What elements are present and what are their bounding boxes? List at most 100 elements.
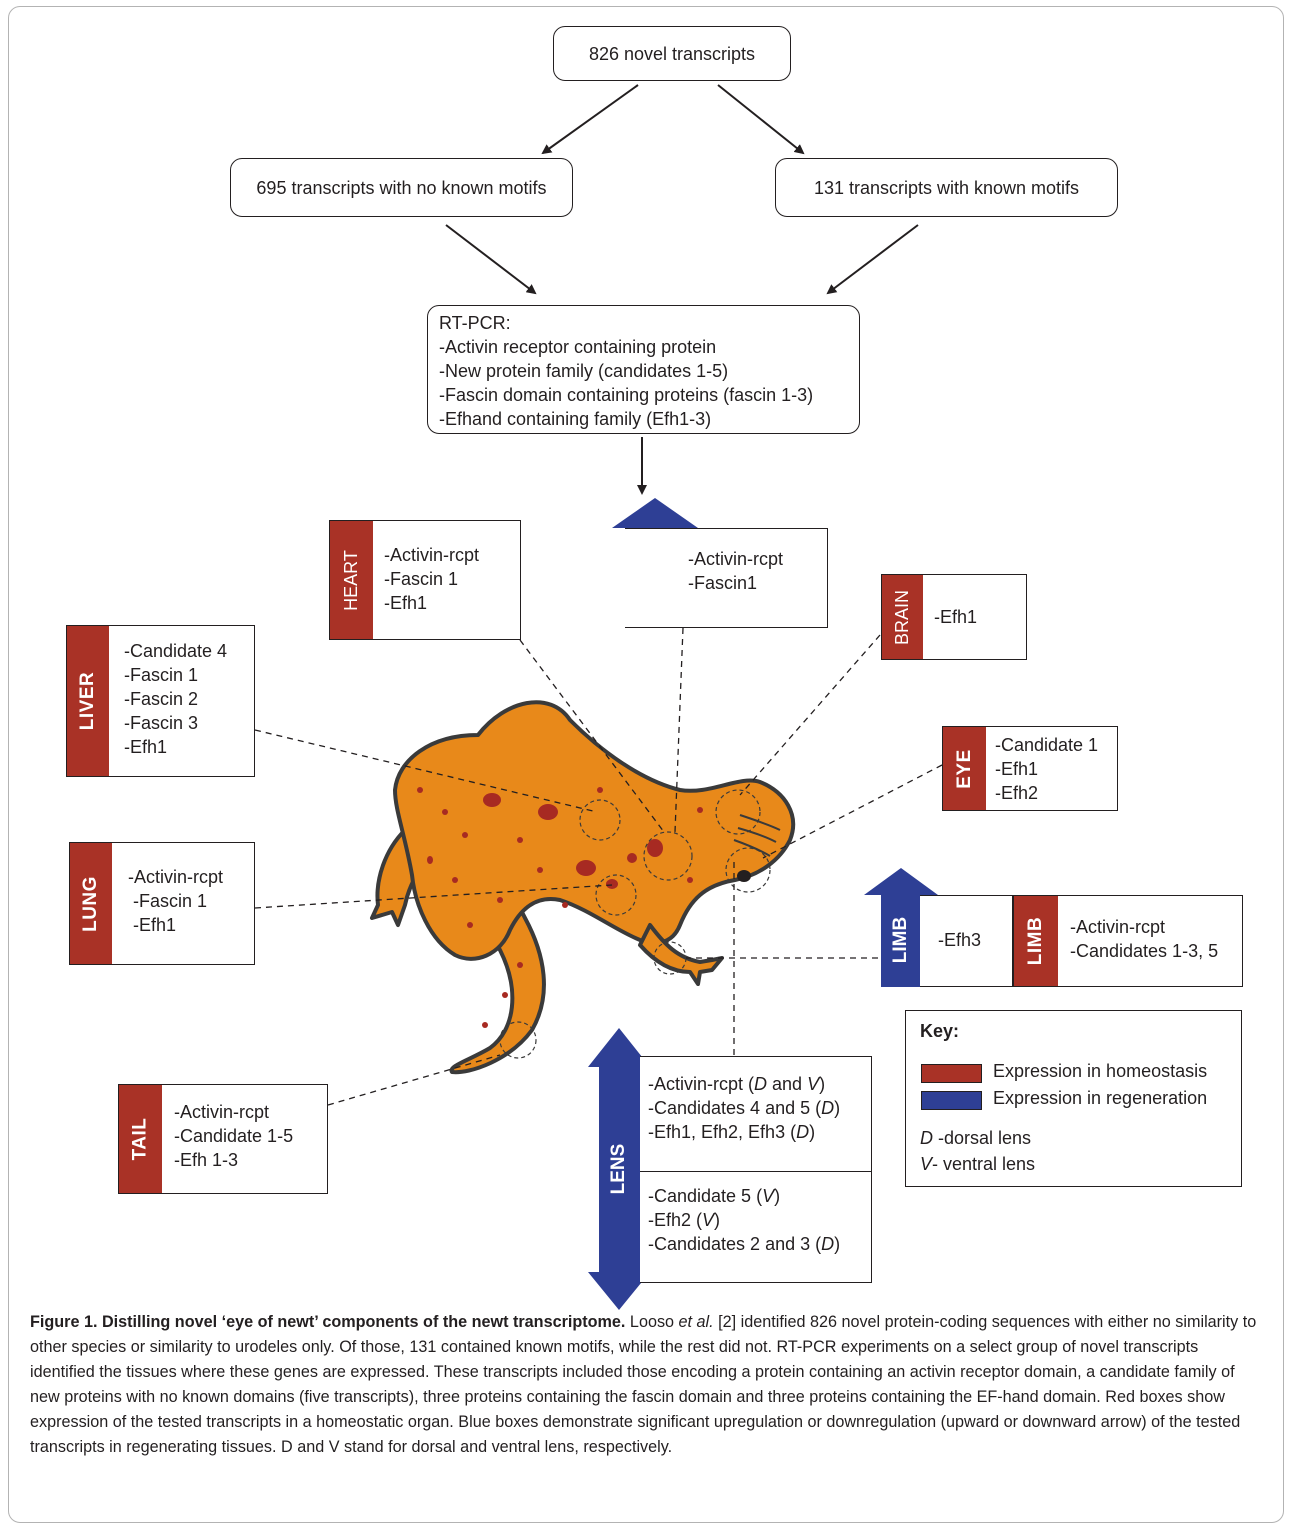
known-motif-text: 131 transcripts with known motifs bbox=[813, 177, 1080, 198]
brain-box: BRAIN -Efh1 bbox=[881, 574, 1027, 660]
list-item: -Activin-rcpt bbox=[174, 1102, 270, 1122]
list-item: -Activin-rcpt bbox=[384, 545, 480, 565]
eye-box: EYE -Candidate 1 -Efh1 -Efh2 bbox=[942, 726, 1118, 811]
homeostasis-swatch bbox=[921, 1064, 982, 1083]
no-motif-box: 695 transcripts with no known motifs bbox=[230, 158, 573, 217]
tail-label-text: TAIL bbox=[129, 1117, 151, 1161]
leader-lines bbox=[254, 627, 943, 1106]
list-item: -Candidates 4 and 5 (D) bbox=[648, 1098, 841, 1118]
list-item: -Efh1 bbox=[995, 759, 1039, 779]
list-item: -Efh2 (V) bbox=[648, 1210, 721, 1230]
rtpcr-title: RT-PCR: bbox=[439, 313, 511, 333]
heart-blue-label: HEART bbox=[645, 546, 666, 608]
eye-label-text: EYE bbox=[953, 748, 975, 789]
key-homeostasis-label: Expression in homeostasis bbox=[993, 1061, 1208, 1081]
list-item: -Fascin 1 bbox=[128, 891, 208, 911]
heart-homeostasis-box: HEART -Activin-rcpt -Fascin 1 -Efh1 bbox=[329, 520, 521, 640]
list-item: -Fascin 2 bbox=[124, 689, 199, 709]
list-item: -Efh1, Efh2, Efh3 (D) bbox=[648, 1122, 816, 1142]
rtpcr-item: -Efhand containing family (Efh1-3) bbox=[439, 409, 712, 429]
heart-red-label-text: HEART bbox=[341, 549, 361, 611]
list-item: -Fascin 1 bbox=[124, 665, 199, 685]
lens-label: LENS bbox=[608, 1143, 629, 1195]
brain-items: -Efh1 bbox=[934, 605, 977, 629]
root-box: 826 novel transcripts bbox=[553, 26, 791, 81]
limb-up-arrow bbox=[864, 868, 938, 987]
limb-homeostasis-box: LIMB -Activin-rcpt -Candidates 1-3, 5 bbox=[1013, 895, 1243, 987]
limb-blue-label: LIMB bbox=[890, 916, 911, 964]
lens-upper-items: -Activin-rcpt (D and V) -Candidates 4 an… bbox=[648, 1072, 840, 1144]
newt-body bbox=[393, 700, 796, 961]
rtpcr-item: -Activin receptor containing protein bbox=[439, 337, 717, 357]
limb-red-label-text: LIMB bbox=[1025, 916, 1046, 966]
list-item: -Activin-rcpt bbox=[688, 549, 784, 569]
arrow-root-to-left bbox=[541, 84, 639, 155]
heart-red-items: -Activin-rcpt -Fascin 1 -Efh1 bbox=[384, 543, 479, 615]
tail-box: TAIL -Activin-rcpt -Candidate 1-5 -Efh 1… bbox=[118, 1084, 328, 1194]
list-item: -Activin-rcpt bbox=[128, 867, 224, 887]
root-box-text: 826 novel transcripts bbox=[588, 43, 756, 64]
heart-regeneration-box: -Activin-rcpt -Fascin1 bbox=[625, 528, 828, 628]
list-item: -Efh3 bbox=[938, 930, 982, 950]
key-regeneration-label: Expression in regeneration bbox=[993, 1088, 1208, 1108]
list-item: -Activin-rcpt (D and V) bbox=[648, 1074, 826, 1094]
list-item: -Candidate 1 bbox=[995, 735, 1099, 755]
liver-label: LIVER bbox=[67, 626, 109, 776]
lens-double-arrow bbox=[588, 1028, 650, 1310]
list-item: -Activin-rcpt bbox=[1070, 917, 1166, 937]
limb-regeneration-box: -Efh3 bbox=[920, 895, 1013, 987]
list-item: -Candidate 4 bbox=[124, 641, 228, 661]
limb-blue-items: -Efh3 bbox=[938, 928, 981, 952]
newt-eye bbox=[737, 870, 751, 882]
list-item: -Efh1 bbox=[128, 915, 177, 935]
lung-items: -Activin-rcpt -Fascin 1 -Efh1 bbox=[128, 865, 223, 937]
tail-items: -Activin-rcpt -Candidate 1-5 -Efh 1-3 bbox=[174, 1100, 293, 1172]
lens-box: -Activin-rcpt (D and V) -Candidates 4 an… bbox=[640, 1056, 872, 1283]
list-item: -Efh1 bbox=[384, 593, 428, 613]
liver-items: -Candidate 4 -Fascin 1 -Fascin 2 -Fascin… bbox=[124, 639, 227, 759]
brain-label-text: BRAIN bbox=[892, 589, 913, 645]
list-item: -Efh 1-3 bbox=[174, 1150, 239, 1170]
list-item: -Efh2 bbox=[995, 783, 1039, 803]
caption-title: Figure 1. Distilling novel ‘eye of newt’… bbox=[30, 1313, 626, 1331]
arrow-root-to-right bbox=[717, 84, 805, 155]
eye-label: EYE bbox=[943, 727, 986, 810]
arrow-right-to-rtpcr bbox=[826, 224, 919, 295]
lung-label: LUNG bbox=[70, 843, 112, 964]
arrow-left-to-rtpcr bbox=[445, 224, 537, 295]
newt-spots bbox=[417, 787, 703, 1028]
list-item: -Fascin1 bbox=[688, 573, 758, 593]
key-ventral: V- ventral lens bbox=[920, 1154, 1036, 1174]
heart-blue-items: -Activin-rcpt -Fascin1 bbox=[688, 547, 783, 595]
no-motif-text: 695 transcripts with no known motifs bbox=[256, 177, 547, 198]
newt-illustration bbox=[370, 700, 796, 1075]
lens-divider bbox=[640, 1171, 871, 1172]
newt-head-lines bbox=[733, 814, 781, 857]
key-dorsal: D -dorsal lens bbox=[920, 1128, 1032, 1148]
liver-box: LIVER -Candidate 4 -Fascin 1 -Fascin 2 -… bbox=[66, 625, 255, 777]
lens-lower-items: -Candidate 5 (V) -Efh2 (V) -Candidates 2… bbox=[648, 1184, 840, 1256]
flow-arrows bbox=[445, 84, 919, 495]
known-motif-box: 131 transcripts with known motifs bbox=[775, 158, 1118, 217]
list-item: -Efh1 bbox=[934, 607, 978, 627]
list-item: -Candidates 1-3, 5 bbox=[1070, 941, 1219, 961]
list-item: -Fascin 1 bbox=[384, 569, 459, 589]
regeneration-swatch bbox=[921, 1091, 982, 1110]
list-item: -Efh1 bbox=[124, 737, 168, 757]
lung-box: LUNG -Activin-rcpt -Fascin 1 -Efh1 bbox=[69, 842, 255, 965]
tail-label: TAIL bbox=[119, 1085, 162, 1193]
legend-key: Key: Expression in homeostasis Expressio… bbox=[905, 1010, 1242, 1187]
brain-label: BRAIN bbox=[882, 575, 923, 659]
caption-body: [2] identified 826 novel protein-coding … bbox=[30, 1313, 1257, 1456]
rtpcr-item: -Fascin domain containing proteins (fasc… bbox=[439, 385, 814, 405]
list-item: -Fascin 3 bbox=[124, 713, 199, 733]
key-title: Key: bbox=[920, 1021, 960, 1041]
list-item: -Candidate 5 (V) bbox=[648, 1186, 781, 1206]
eye-items: -Candidate 1 -Efh1 -Efh2 bbox=[995, 733, 1098, 805]
newt-front-leg bbox=[638, 923, 724, 986]
list-item: -Candidates 2 and 3 (D) bbox=[648, 1234, 841, 1254]
figure-frame bbox=[8, 6, 1284, 1523]
list-item: -Candidate 1-5 bbox=[174, 1126, 294, 1146]
limb-red-label: LIMB bbox=[1014, 896, 1058, 986]
figure-caption: Figure 1. Distilling novel ‘eye of newt’… bbox=[30, 1313, 1257, 1456]
